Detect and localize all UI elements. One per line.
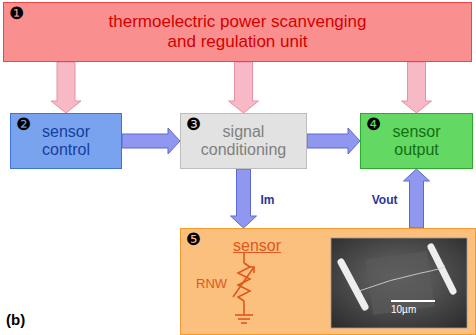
box-label: signal conditioning — [201, 123, 286, 160]
block-arrow — [122, 128, 180, 154]
conditioning-box: ❸signal conditioning — [180, 113, 307, 169]
resistor-label: RNW — [196, 276, 227, 291]
box-label: sensor output — [392, 123, 440, 160]
control-box: ❷ sensor control — [10, 113, 122, 169]
sem-image — [331, 238, 467, 328]
block-arrow — [307, 128, 360, 154]
callout-number: ❹ — [366, 116, 381, 133]
box-label: sensor — [233, 237, 281, 255]
box-label: thermoelectric power scanvenging and reg… — [93, 12, 383, 51]
box-label: sensor control — [42, 123, 90, 160]
block-arrow — [402, 62, 432, 113]
callout-number: ❶ — [9, 5, 24, 22]
resistor-symbol — [233, 253, 254, 323]
signal-label: Im — [259, 193, 277, 207]
power-unit-box: ❶ thermoelectric power scanvenging and re… — [3, 2, 472, 62]
output-box: ❹ sensor output — [360, 113, 473, 169]
scale-bar-label: 10µm — [391, 304, 416, 315]
panel-label: (b) — [6, 311, 25, 328]
block-arrow — [51, 62, 81, 113]
block-arrow — [404, 169, 430, 228]
block-arrow — [231, 169, 257, 228]
block-arrow — [229, 62, 259, 113]
signal-label: Vout — [370, 193, 400, 207]
callout-number: ❷ — [16, 116, 31, 133]
callout-number: ❺ — [186, 231, 201, 248]
callout-number: ❸ — [186, 116, 201, 133]
